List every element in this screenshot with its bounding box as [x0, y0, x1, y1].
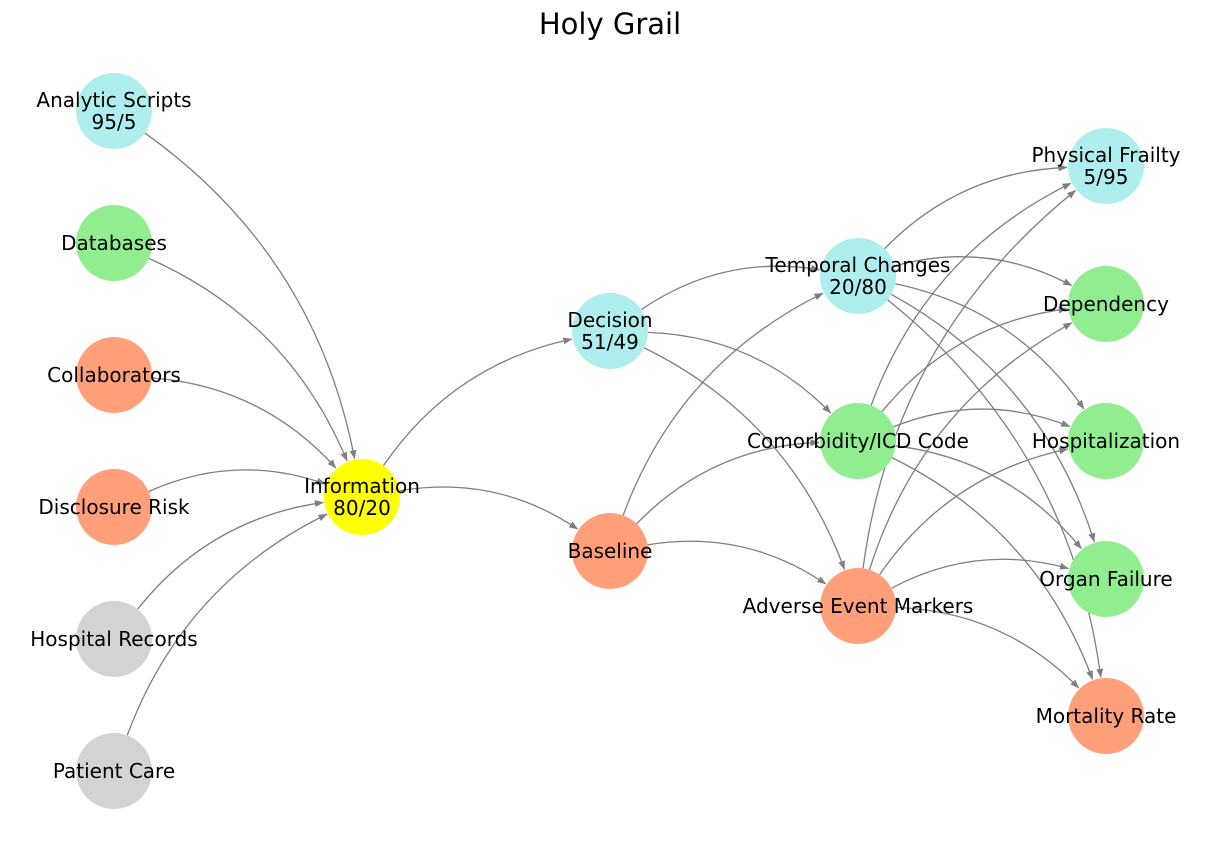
node-mortality-label-0: Mortality Rate [1036, 704, 1177, 728]
edge-temporal-to-frailty [884, 164, 1068, 250]
edge-decision-to-temporal [641, 264, 821, 311]
edge-temporal-to-dependency [894, 256, 1073, 287]
node-decision-label-1: 51/49 [581, 330, 639, 354]
node-comorbidity-label-0: Comorbidity/ICD Code [747, 429, 969, 453]
node-analytic-label-1: 95/5 [92, 110, 137, 134]
node-hospital_records: Hospital Records [30, 601, 198, 677]
node-hospital_records-circle [76, 601, 152, 677]
edge-baseline-to-adverse [647, 540, 827, 585]
node-disclosure-circle [76, 469, 152, 545]
node-comorbidity: Comorbidity/ICD Code [747, 403, 969, 479]
node-decision-label-0: Decision [567, 308, 652, 332]
node-information-circle [324, 459, 400, 535]
node-hospital_records-label-0: Hospital Records [30, 627, 197, 651]
edge-adverse-to-mortality [895, 606, 1080, 689]
node-organ_failure-label-0: Organ Failure [1039, 567, 1172, 591]
edge-baseline-to-temporal [622, 292, 824, 516]
node-frailty-label-0: Physical Frailty [1031, 143, 1180, 167]
node-analytic-circle [76, 73, 152, 149]
node-temporal-label-1: 20/80 [829, 275, 887, 299]
edge-hospital_records-to-information [137, 500, 324, 610]
edge-decision-to-comorbidity [647, 331, 832, 414]
edge-comorbidity-to-hospitalization [893, 408, 1071, 428]
node-patient_care: Patient Care [53, 733, 175, 809]
edge-information-to-baseline [399, 486, 579, 530]
node-comorbidity-circle [820, 403, 896, 479]
edges-layer [126, 132, 1104, 736]
edge-databases-to-information [148, 257, 348, 462]
node-adverse: Adverse Event Markers [743, 568, 974, 644]
edge-analytic-to-information [144, 132, 357, 460]
node-baseline-label-0: Baseline [568, 539, 653, 563]
node-disclosure-label-0: Disclosure Risk [38, 495, 190, 519]
node-frailty-label-1: 5/95 [1084, 165, 1129, 189]
edge-decision-to-adverse [643, 347, 846, 570]
node-information-label-1: 80/20 [333, 496, 391, 520]
node-mortality: Mortality Rate [1036, 678, 1177, 754]
node-baseline-circle [572, 513, 648, 589]
edge-information-to-decision [382, 337, 573, 467]
node-collaborators-circle [76, 337, 152, 413]
edge-comorbidity-to-mortality [891, 457, 1094, 680]
node-databases-circle [76, 205, 152, 281]
node-collaborators-label-0: Collaborators [47, 363, 181, 387]
node-baseline: Baseline [568, 513, 653, 589]
node-collaborators: Collaborators [47, 337, 181, 413]
edge-adverse-to-hospitalization [879, 447, 1069, 576]
edge-comorbidity-to-organ_failure [895, 445, 1082, 550]
edge-temporal-to-organ_failure [890, 293, 1096, 543]
diagram-title: Holy Grail [539, 7, 681, 41]
node-databases-label-0: Databases [61, 231, 167, 255]
edge-comorbidity-to-dependency [881, 306, 1068, 412]
edge-patient_care-to-information [126, 513, 328, 736]
node-frailty-circle [1068, 128, 1144, 204]
node-organ_failure-circle [1068, 541, 1144, 617]
edge-temporal-to-hospitalization [895, 283, 1085, 410]
nodes-layer: Analytic Scripts95/5DatabasesCollaborato… [30, 73, 1181, 809]
edge-baseline-to-comorbidity [636, 439, 820, 525]
node-databases: Databases [61, 205, 167, 281]
node-temporal-label-0: Temporal Changes [765, 253, 951, 277]
edge-disclosure-to-information [148, 469, 326, 493]
edge-adverse-to-organ_failure [891, 558, 1069, 589]
edge-collaborators-to-information [151, 377, 337, 469]
edge-adverse-to-frailty [862, 189, 1077, 569]
node-analytic-label-0: Analytic Scripts [36, 88, 191, 112]
node-organ_failure: Organ Failure [1039, 541, 1173, 617]
node-hospitalization-circle [1068, 403, 1144, 479]
node-hospitalization: Hospitalization [1032, 403, 1180, 479]
node-decision-circle [572, 293, 648, 369]
node-disclosure: Disclosure Risk [38, 469, 190, 545]
node-temporal-circle [820, 238, 896, 314]
node-dependency: Dependency [1043, 266, 1169, 342]
node-mortality-circle [1068, 678, 1144, 754]
edge-temporal-to-mortality [887, 299, 1104, 678]
edge-comorbidity-to-frailty [870, 182, 1072, 406]
node-dependency-label-0: Dependency [1043, 292, 1169, 316]
node-patient_care-label-0: Patient Care [53, 759, 175, 783]
node-information-label-0: Information [304, 474, 420, 498]
node-adverse-circle [820, 568, 896, 644]
node-hospitalization-label-0: Hospitalization [1032, 429, 1180, 453]
node-adverse-label-0: Adverse Event Markers [743, 594, 974, 618]
edge-adverse-to-dependency [868, 322, 1073, 570]
node-dependency-circle [1068, 266, 1144, 342]
node-patient_care-circle [76, 733, 152, 809]
